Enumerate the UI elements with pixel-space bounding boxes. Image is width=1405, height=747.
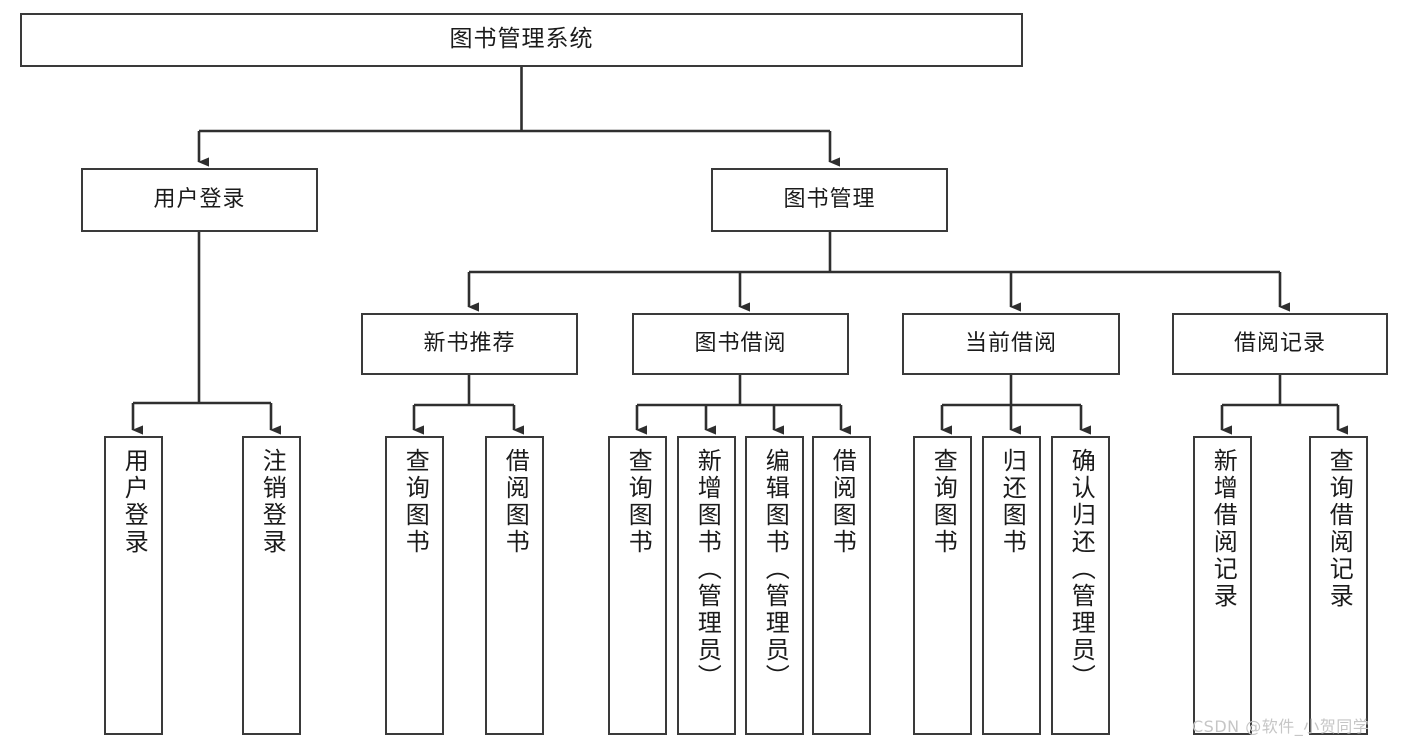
node-label: 用户登录	[120, 448, 149, 556]
node-label: 确认归还（管理员）	[1067, 448, 1096, 691]
leaf-user-logout[interactable]: 注销登录	[242, 436, 301, 735]
node-label: 借阅记录	[1233, 330, 1326, 356]
node-book-management[interactable]: 图书管理	[711, 168, 948, 232]
leaf-record-query-borrow-record[interactable]: 查询借阅记录	[1309, 436, 1368, 735]
node-label: 查询借阅记录	[1325, 448, 1354, 610]
leaf-borrow-add-book-admin[interactable]: 新增图书（管理员）	[677, 436, 736, 735]
node-label: 查询图书	[929, 448, 958, 556]
node-new-book-recommend[interactable]: 新书推荐	[361, 313, 578, 375]
node-label: 新书推荐	[423, 330, 516, 356]
node-label: 借阅图书	[828, 448, 857, 556]
leaf-record-add-borrow-record[interactable]: 新增借阅记录	[1193, 436, 1252, 735]
node-label: 借阅图书	[501, 448, 530, 556]
leaf-current-confirm-return-admin[interactable]: 确认归还（管理员）	[1051, 436, 1110, 735]
node-label: 图书借阅	[694, 330, 787, 356]
leaf-current-query-book[interactable]: 查询图书	[913, 436, 972, 735]
node-book-borrow[interactable]: 图书借阅	[632, 313, 849, 375]
node-label: 编辑图书（管理员）	[761, 448, 790, 691]
node-root-system[interactable]: 图书管理系统	[20, 13, 1023, 67]
node-borrow-record[interactable]: 借阅记录	[1172, 313, 1388, 375]
node-label: 图书管理	[783, 186, 876, 212]
node-label: 查询图书	[624, 448, 653, 556]
node-label: 用户登录	[153, 186, 246, 212]
node-label: 当前借阅	[964, 330, 1057, 356]
node-current-borrow[interactable]: 当前借阅	[902, 313, 1120, 375]
leaf-borrow-edit-book-admin[interactable]: 编辑图书（管理员）	[745, 436, 804, 735]
node-user-login[interactable]: 用户登录	[81, 168, 318, 232]
node-label: 查询图书	[401, 448, 430, 556]
leaf-current-return-book[interactable]: 归还图书	[982, 436, 1041, 735]
leaf-user-login[interactable]: 用户登录	[104, 436, 163, 735]
leaf-recommend-borrow-book[interactable]: 借阅图书	[485, 436, 544, 735]
node-label: 新增借阅记录	[1209, 448, 1238, 610]
leaf-recommend-query-book[interactable]: 查询图书	[385, 436, 444, 735]
node-label: 注销登录	[258, 448, 287, 556]
leaf-borrow-borrow-book[interactable]: 借阅图书	[812, 436, 871, 735]
node-label: 新增图书（管理员）	[693, 448, 722, 691]
node-label: 图书管理系统	[449, 26, 594, 53]
leaf-borrow-query-book[interactable]: 查询图书	[608, 436, 667, 735]
node-label: 归还图书	[998, 448, 1027, 556]
